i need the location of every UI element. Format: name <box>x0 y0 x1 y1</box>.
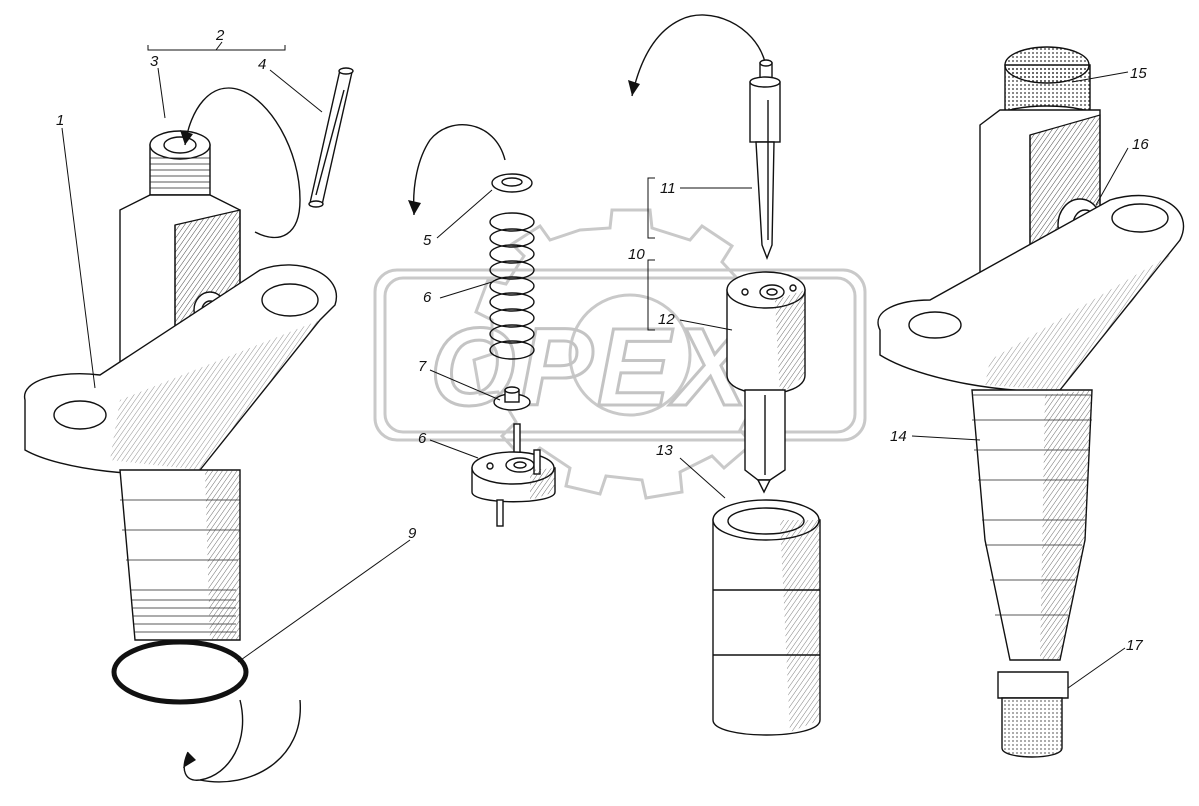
o-ring <box>111 639 249 705</box>
watermark-gear <box>472 208 786 500</box>
injector-assembled-right <box>877 46 1185 758</box>
callout-13: 13 <box>656 442 673 459</box>
spring-seat <box>493 386 531 411</box>
spring <box>489 212 535 360</box>
needle <box>749 59 781 260</box>
watermark-text: OPEX <box>430 306 753 429</box>
callout-labels: 1 2 3 4 5 6 7 6 9 10 11 12 13 14 15 16 1… <box>56 27 1149 654</box>
callout-7: 7 <box>418 358 427 375</box>
callout-4: 4 <box>258 56 266 73</box>
callout-12: 12 <box>658 311 675 328</box>
callout-3: 3 <box>150 53 159 70</box>
nozzle-body <box>726 271 806 494</box>
callout-15: 15 <box>1130 65 1147 82</box>
callout-6b: 6 <box>418 430 427 447</box>
callout-1: 1 <box>56 112 64 129</box>
callout-6a: 6 <box>423 289 432 306</box>
callout-2: 2 <box>215 27 225 44</box>
spacer <box>471 423 556 527</box>
watermark-frame-outer <box>373 268 867 442</box>
callout-16: 16 <box>1132 136 1149 153</box>
washer <box>491 173 533 193</box>
leader-lines <box>61 41 1129 689</box>
watermark-frame-inner <box>383 276 857 434</box>
callout-11: 11 <box>660 180 676 197</box>
callout-10: 10 <box>628 246 645 263</box>
filter-element <box>308 67 354 208</box>
spring-stack <box>408 124 556 527</box>
injector-body-left <box>24 87 338 783</box>
callout-14: 14 <box>890 428 907 445</box>
callout-9: 9 <box>408 525 417 542</box>
callout-17: 17 <box>1126 637 1143 654</box>
watermark: OPEX <box>373 208 867 500</box>
cap-nut <box>712 499 821 736</box>
callout-5: 5 <box>423 232 432 249</box>
nozzle-group <box>628 14 821 736</box>
tip <box>997 671 1069 758</box>
